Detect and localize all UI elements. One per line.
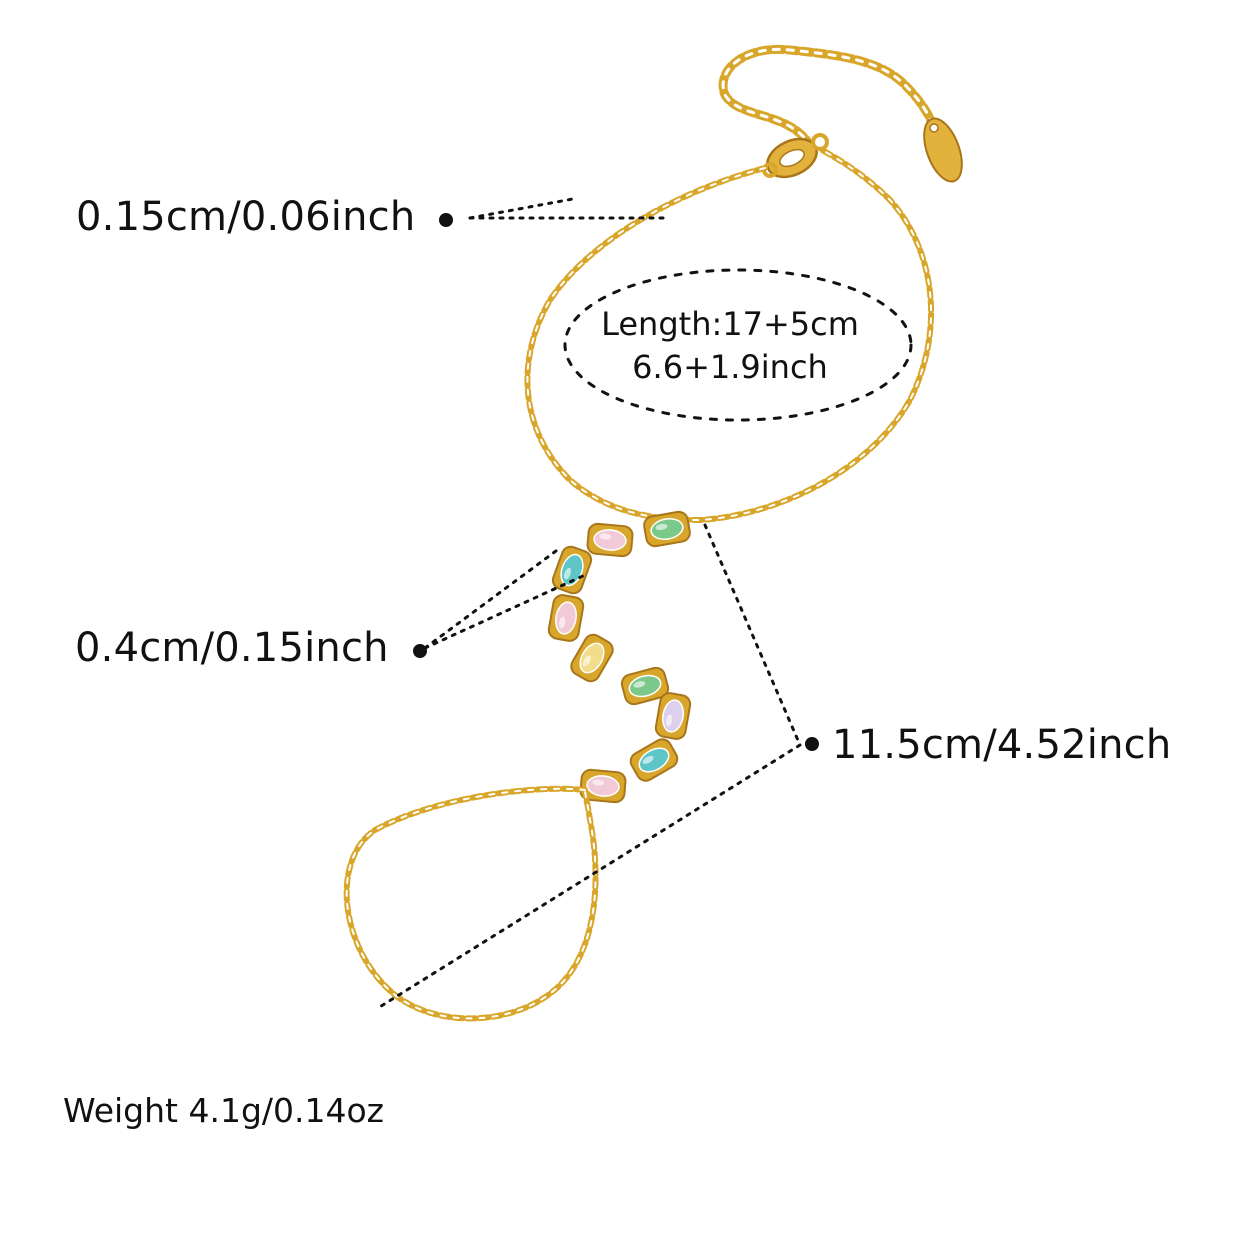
- gemstone: [629, 738, 679, 782]
- stone-connector: [547, 510, 692, 804]
- bullet-icon: [413, 644, 427, 658]
- chain-thickness-label: 0.15cm/0.06inch: [76, 194, 416, 240]
- length-cm-label: Length:17+5cm: [601, 305, 859, 343]
- leader-stone-width-1: [423, 546, 562, 650]
- weight-label: Weight 4.1g/0.14oz: [63, 1091, 384, 1130]
- brand-tag: [923, 117, 963, 183]
- leader-connector-1: [703, 523, 802, 747]
- lobster-clasp: [762, 133, 829, 179]
- gemstone: [570, 633, 614, 683]
- leader-lines: [376, 196, 802, 1010]
- stone-width-label: 0.4cm/0.15inch: [75, 625, 389, 671]
- gemstone: [551, 545, 593, 595]
- ring-chain: [343, 785, 599, 1022]
- bullet-icon: [805, 737, 819, 751]
- gemstone: [643, 510, 691, 548]
- gemstone: [654, 692, 692, 740]
- bullet-icon: [439, 213, 453, 227]
- gemstone: [620, 666, 670, 706]
- gemstone: [586, 522, 634, 558]
- gemstone: [547, 594, 585, 642]
- leader-chain-thickness-1: [468, 196, 580, 220]
- length-inch-label: 6.6+1.9inch: [632, 348, 828, 386]
- connector-length-label: 11.5cm/4.52inch: [832, 722, 1172, 768]
- length-callout-ellipse: [563, 268, 913, 422]
- leader-connector-2: [376, 743, 802, 1010]
- extender-chain: [718, 44, 943, 153]
- leader-stone-width-2: [423, 573, 587, 650]
- gemstone: [579, 768, 627, 804]
